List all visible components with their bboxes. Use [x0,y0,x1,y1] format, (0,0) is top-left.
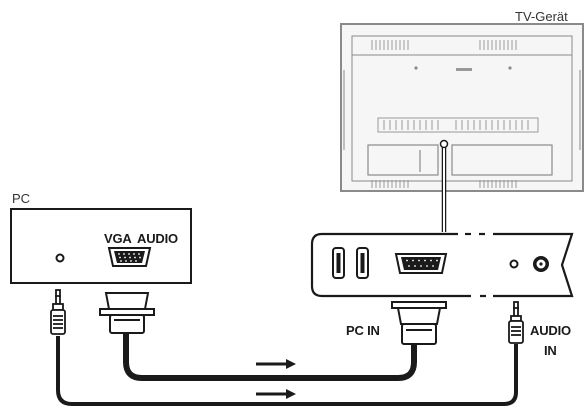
tv-vent-bottom [371,180,517,188]
pc-box [10,208,192,284]
vga-label: VGA [104,231,132,246]
zoom-connector-dot [439,139,449,149]
pc-audio-plug [50,289,66,335]
tv-coax-port [533,256,549,272]
pc-label: PC [12,191,31,206]
tv-hdmi-ports [332,247,369,279]
audio-in-label-line2: IN [544,343,557,358]
tv-screw-right [508,66,512,70]
pc-audio-label: AUDIO [137,231,178,246]
vga-cable [123,332,417,381]
pc-audio-jack-port [55,253,65,263]
pc-in-label: PC IN [346,323,380,338]
tv-inner-frame [351,35,573,182]
audio-cable [56,336,518,406]
tv-back-panel [340,23,584,192]
audio-in-label-line1: AUDIO [530,323,571,338]
tv-audio-plug [508,301,524,344]
tv-vent-top [371,40,517,50]
vga-direction-arrow [256,359,296,369]
tv-logo-mark [456,68,472,71]
pc-vga-plug [99,292,155,334]
tv-set [340,23,584,192]
tv-ports-block [367,144,553,176]
tv-vent-middle [377,117,539,133]
tv-audio-in-port [509,259,519,269]
tv-screw-left [414,66,418,70]
audio-direction-arrow [256,389,296,399]
pc-unit [10,208,192,284]
pc-vga-port [107,247,152,267]
tv-label: TV-Gerät [515,9,568,24]
tv-connector-panel [310,232,574,298]
tv-vga-plug [391,301,447,345]
tv-vga-port [394,253,448,274]
